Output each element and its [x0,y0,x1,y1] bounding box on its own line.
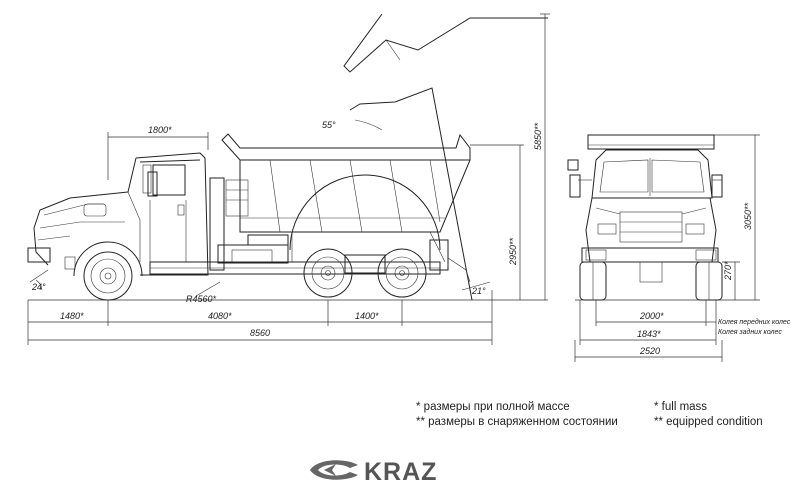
dim-tip-angle: 55° [322,120,336,130]
legend-english: * full mass ** equipped condition [654,400,763,430]
dim-departure-angle: 21° [471,286,486,296]
dim-front-height: 3050** [743,202,753,230]
front-view: 3050** 270* 2000* Колея передних колес 1… [567,134,791,362]
chassis-frame [149,177,441,275]
front-wheel [73,241,143,301]
dim-cab-length: 1800* [148,125,172,135]
dim-ground-clearance: 270* [723,261,733,281]
side-view: 1800* 1480* 4080* 1400* 8560 5850** 2950… [27,13,550,345]
legend-ru-full-mass: * размеры при полной массе [416,401,570,413]
dim-tipped-height: 5850** [533,122,543,150]
cab [135,152,209,276]
legend-en-full-mass: * full mass [654,401,708,413]
legend-en-equipped: ** equipped condition [654,416,763,428]
label-front-track: Колея передних колес [718,318,791,326]
dim-body-height: 2950** [508,237,518,266]
kraz-emblem-icon [310,460,358,480]
dim-turning-radius: R4560* [186,294,217,304]
dim-bogie: 1400* [355,311,379,321]
hood [27,157,141,270]
kraz-logo: KRAZ [310,458,437,485]
dim-front-track: 2000* [639,311,664,321]
tipped-body-outline [343,13,548,301]
dim-rear-track: 1843* [637,329,661,339]
dump-body [221,133,471,263]
dim-width: 2520 [639,346,660,356]
logo-text: KRAZ [364,458,437,485]
legend-russian: * размеры при полной массе ** размеры в … [416,400,618,430]
legend-ru-equipped: ** размеры в снаряженном состоянии [416,416,618,428]
dim-wheelbase: 4080* [208,311,232,321]
dim-overall-length: 8560 [250,328,270,338]
dim-front-overhang: 1480* [60,311,84,321]
label-rear-track: Колея задних колес [718,328,782,336]
dim-approach-angle: 24° [31,282,46,292]
